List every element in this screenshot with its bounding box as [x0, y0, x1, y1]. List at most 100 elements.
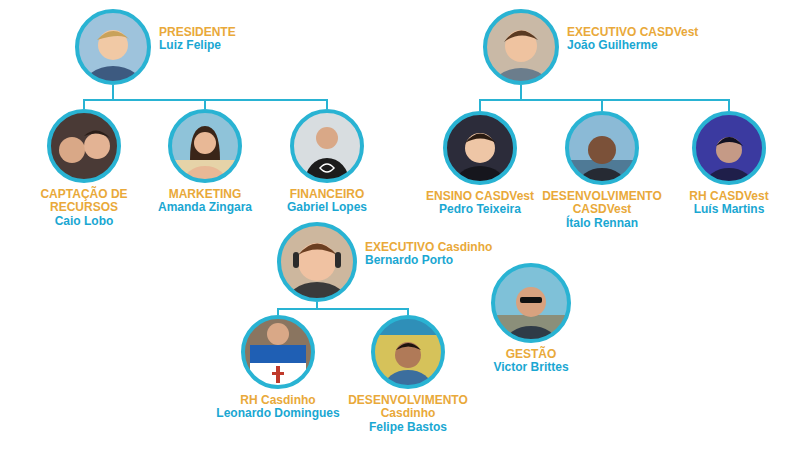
- member-circle: GESTÃOVictor Brittes: [491, 263, 571, 343]
- member-name: Luís Martins: [679, 203, 779, 216]
- member-label: GESTÃOVictor Brittes: [476, 348, 586, 375]
- circle-outline: [483, 9, 559, 85]
- sunglasses: [520, 297, 542, 303]
- photo-hair: [84, 130, 110, 138]
- portrait-photo: [279, 224, 355, 330]
- photo-head: [59, 137, 85, 163]
- tree-connector: [480, 85, 521, 111]
- photo-hair: [298, 244, 337, 256]
- circle-outline: [241, 315, 315, 389]
- member-circle: EXECUTIVO CasdinhoBernardo Porto: [277, 222, 357, 302]
- member-name: Pedro Teixeira: [424, 203, 536, 216]
- photo-hair: [190, 126, 220, 160]
- circle-ring: [485, 11, 557, 83]
- member-name: Leonardo Domingues: [214, 407, 342, 420]
- tree-connector: [113, 85, 327, 109]
- member-label: EXECUTIVO CasdinhoBernardo Porto: [365, 241, 492, 268]
- circle-ring: [292, 111, 362, 181]
- circle-outline: [443, 111, 517, 185]
- member-name: Victor Brittes: [476, 361, 586, 374]
- circle-ring: [445, 113, 515, 183]
- circle-outline: [290, 109, 364, 183]
- tree-connector: [521, 85, 729, 111]
- tree-connector: [84, 85, 113, 109]
- tree-connector: [278, 302, 317, 315]
- member-circle: ENSINO CASDVestPedro Teixeira: [443, 111, 517, 185]
- member-label: EXECUTIVO CASDVestJoão Guilherme: [567, 26, 698, 53]
- member-name: Amanda Zingara: [145, 201, 265, 214]
- shirt-logo: [320, 164, 334, 172]
- role-title: PRESIDENTE: [159, 26, 236, 39]
- circle-outline: [168, 109, 242, 183]
- member-label: FINANCEIROGabriel Lopes: [271, 188, 383, 215]
- headphone: [293, 252, 299, 268]
- circle-outline: [565, 111, 639, 185]
- tree-connector: [521, 85, 602, 111]
- member-circle: EXECUTIVO CASDVestJoão Guilherme: [483, 9, 559, 85]
- member-circle: PRESIDENTELuiz Felipe: [75, 9, 151, 85]
- circle-ring: [694, 113, 764, 183]
- photo-head: [84, 133, 110, 159]
- tree-connector: [317, 302, 408, 315]
- photo-hair: [97, 31, 130, 40]
- role-title: DESENVOLVIMENTO CASDVest: [540, 190, 664, 217]
- role-title: EXECUTIVO Casdinho: [365, 241, 492, 254]
- member-circle: RH CasdinhoLeonardo Domingues: [241, 315, 315, 389]
- member-circle: DESENVOLVIMENTO CasdinhoFelipe Bastos: [371, 315, 445, 389]
- photo-head: [267, 323, 289, 345]
- portrait-photo: [243, 317, 313, 387]
- role-title: GESTÃO: [476, 348, 586, 361]
- portrait-photo: [75, 9, 151, 110]
- member-label: PRESIDENTELuiz Felipe: [159, 26, 236, 53]
- photo-ground: [49, 111, 119, 181]
- circle-ring: [243, 317, 313, 387]
- photo-head: [588, 136, 616, 164]
- member-name: Caio Lobo: [28, 215, 140, 228]
- member-circle: RH CASDVestLuís Martins: [692, 111, 766, 185]
- role-title: DESENVOLVIMENTO Casdinho: [346, 394, 470, 421]
- photo-hair: [716, 137, 743, 146]
- circle-outline: [47, 109, 121, 183]
- circle-ring: [567, 113, 637, 183]
- circle-ring: [493, 265, 569, 341]
- circle-ring: [49, 111, 119, 181]
- circle-outline: [277, 222, 357, 302]
- photo-body: [83, 66, 143, 110]
- member-label: RH CasdinhoLeonardo Domingues: [214, 394, 342, 421]
- circle-outline: [371, 315, 445, 389]
- portrait-photo: [483, 9, 559, 112]
- circle-outline: [75, 9, 151, 85]
- role-title: FINANCEIRO: [271, 188, 383, 201]
- photo-head: [465, 133, 495, 163]
- circle-outline: [491, 263, 571, 343]
- headphone: [335, 252, 341, 268]
- role-title: MARKETING: [145, 188, 265, 201]
- member-name: João Guilherme: [567, 39, 698, 52]
- role-title: CAPTAÇÃO DE RECURSOS: [28, 188, 140, 215]
- member-circle: FINANCEIROGabriel Lopes: [290, 109, 364, 183]
- member-label: RH CASDVestLuís Martins: [679, 190, 779, 217]
- member-label: MARKETINGAmanda Zingara: [145, 188, 265, 215]
- role-title: RH CASDVest: [679, 190, 779, 203]
- photo-head: [505, 30, 537, 62]
- photo-head: [395, 342, 421, 368]
- photo-head: [298, 243, 336, 281]
- photo-hair: [504, 30, 538, 42]
- tree-connector: [113, 85, 205, 109]
- photo-head: [316, 127, 338, 149]
- circle-ring: [373, 317, 443, 387]
- circle-ring: [279, 224, 355, 300]
- photo-hair: [465, 134, 496, 144]
- portrait-photo: [49, 111, 119, 181]
- member-circle: CAPTAÇÃO DE RECURSOSCaio Lobo: [47, 109, 121, 183]
- photo-hair: [396, 343, 421, 350]
- photo-head: [516, 287, 546, 317]
- member-name: Ítalo Rennan: [540, 217, 664, 230]
- member-name: Bernardo Porto: [365, 254, 492, 267]
- circle-outline: [692, 111, 766, 185]
- flag-cross: [272, 366, 284, 383]
- member-name: Gabriel Lopes: [271, 201, 383, 214]
- member-label: DESENVOLVIMENTO CasdinhoFelipe Bastos: [346, 394, 470, 434]
